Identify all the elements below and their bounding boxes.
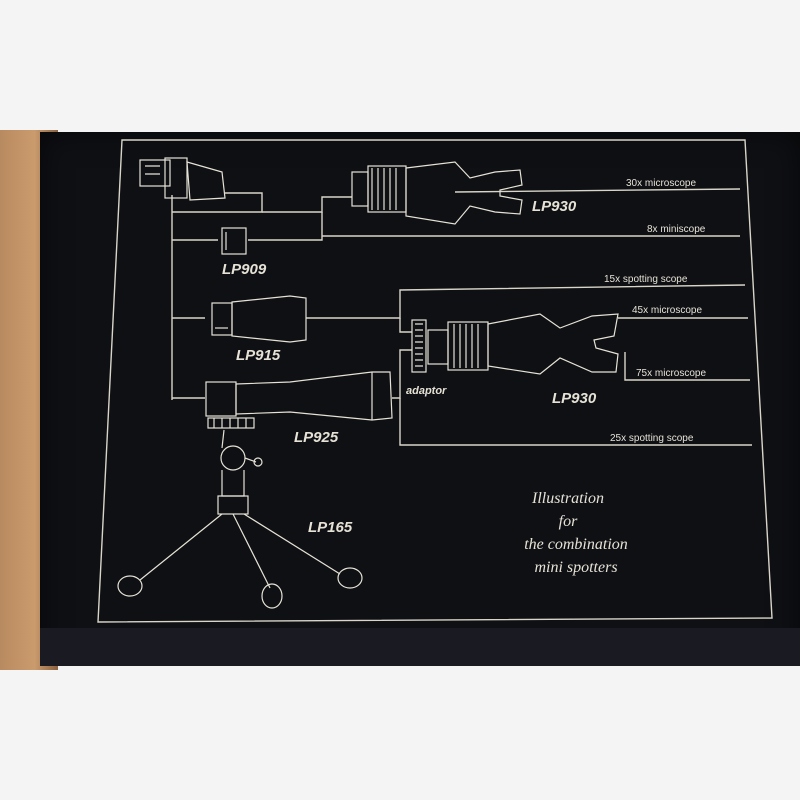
caption-line-2: for (559, 513, 578, 530)
line-30x (454, 188, 741, 193)
adaptor-part (411, 319, 427, 373)
label-lp930-top: LP930 (532, 198, 577, 215)
label-lp909: LP909 (222, 261, 267, 278)
label-75x-microscope: 75x microscope (636, 368, 706, 379)
label-lp925: LP925 (294, 429, 339, 446)
board-lower-panel (40, 628, 800, 666)
lp930-top-part (351, 161, 523, 225)
lp925-part (205, 371, 393, 429)
label-lp915: LP915 (236, 347, 281, 364)
label-25x-spotting-scope: 25x spotting scope (610, 433, 694, 444)
caption-line-4: mini spotters (534, 559, 617, 576)
line-8x (248, 212, 323, 241)
black-display-board (40, 132, 800, 666)
label-30x-microscope: 30x microscope (626, 178, 696, 189)
label-8x-miniscope: 8x miniscope (647, 224, 706, 235)
eyepiece-line (172, 192, 263, 213)
label-15x-spotting-scope: 15x spotting scope (604, 274, 688, 285)
lp930-top-feed (262, 196, 352, 213)
lp915-to-adaptor (306, 284, 746, 319)
label-adaptor: adaptor (406, 385, 447, 397)
line-25x (399, 398, 752, 446)
lp925-to-bus (392, 349, 412, 399)
label-lp930-middle: LP930 (552, 390, 597, 407)
lp165-tripod-part (117, 429, 363, 609)
eyepiece-part (139, 157, 226, 201)
lp930-middle-part (427, 313, 619, 375)
lp909-part (221, 227, 247, 255)
caption-line-3: the combination (524, 536, 628, 553)
diagram-border (97, 139, 773, 623)
adaptor-link (399, 318, 412, 333)
lp915-part (211, 295, 307, 343)
label-lp165: LP165 (308, 519, 353, 536)
label-45x-microscope: 45x microscope (632, 305, 702, 316)
line-75x (624, 352, 750, 381)
caption-line-1: Illustration (531, 490, 604, 507)
